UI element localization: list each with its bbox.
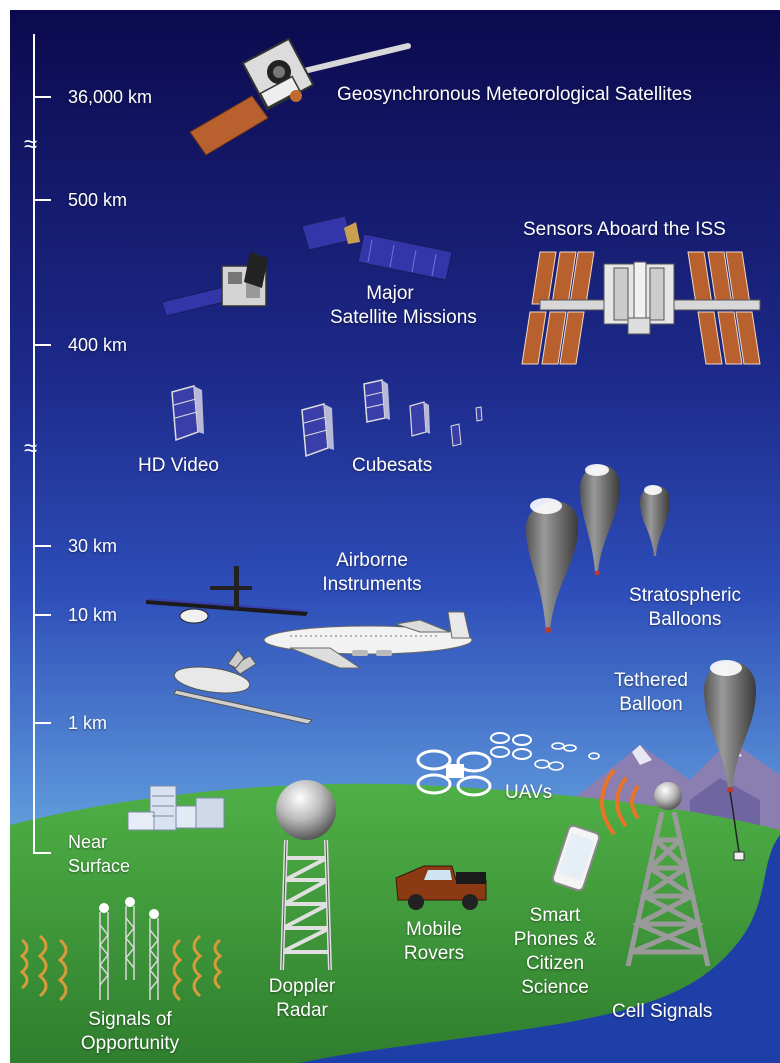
label-line: Rovers <box>403 943 465 964</box>
earth-observing-satellite-icon <box>301 215 453 281</box>
axis-tick-label: 30 km <box>68 536 118 556</box>
axis-break-marker: ≈ <box>24 435 38 462</box>
label-line: Instruments <box>322 574 422 595</box>
quadcopter-icon <box>534 742 600 771</box>
label-line: Major <box>366 283 414 304</box>
axis-tick <box>33 722 51 724</box>
label-line: Stratospheric <box>629 585 741 606</box>
geostationary-satellite-icon <box>189 37 411 156</box>
cubesat-icon <box>475 406 483 422</box>
solar-aircraft-icon <box>146 566 308 624</box>
label-line: Citizen <box>525 953 585 974</box>
smartphone-icon <box>551 824 601 892</box>
label-uavs: UAVs <box>505 782 553 803</box>
stratospheric-balloon-icon <box>526 498 579 633</box>
cell-tower-icon <box>600 768 711 967</box>
label-line: Doppler <box>268 976 336 997</box>
pickup-truck-icon <box>395 865 487 910</box>
label-line: Signals of <box>88 1009 172 1030</box>
label-line: Radar <box>276 1000 328 1021</box>
label-line: Balloon <box>619 694 683 715</box>
axis-tick <box>33 96 51 98</box>
label-geo-satellites: Geosynchronous Meteorological Satellites <box>337 84 692 105</box>
altitude-axis-line <box>33 34 35 854</box>
cubesat-icon <box>301 403 334 458</box>
label-cell-signals: Cell Signals <box>612 1001 713 1022</box>
label-stratospheric-balloons: Stratospheric Balloons <box>615 584 755 632</box>
label-hd-video: HD Video <box>138 455 219 476</box>
label-smartphones-citizen-science: Smart Phones & Citizen Science <box>505 904 605 1000</box>
label-line: Airborne <box>336 550 408 571</box>
axis-tick <box>33 852 51 854</box>
label-line: Balloons <box>648 609 722 630</box>
label-line: Tethered <box>614 670 688 691</box>
earth-observing-satellite-icon <box>161 252 268 317</box>
jet-aircraft-icon <box>263 611 473 669</box>
drone-aircraft-icon <box>173 649 313 725</box>
axis-tick <box>33 545 51 547</box>
label-line: Phones & <box>513 929 597 950</box>
label-signals-of-opportunity: Signals of Opportunity <box>68 1008 192 1056</box>
axis-tick-label: 36,000 km <box>68 87 153 107</box>
label-airborne-instruments: Airborne Instruments <box>310 549 434 597</box>
label-line: Mobile <box>406 919 462 940</box>
axis-tick-label: 10 km <box>68 605 118 625</box>
label-doppler-radar: Doppler Radar <box>262 975 342 1023</box>
axis-tick <box>33 614 51 616</box>
axis-near-surface-label: Near Surface <box>68 830 130 878</box>
label-line: Satellite Missions <box>330 307 477 328</box>
axis-tick-label: 1 km <box>68 713 108 733</box>
quadcopter-icon <box>490 732 532 760</box>
axis-tick <box>33 199 51 201</box>
label-line: Opportunity <box>80 1033 180 1054</box>
label-mobile-rovers: Mobile Rovers <box>392 918 476 966</box>
near-surface-line: Surface <box>68 856 131 876</box>
axis-tick <box>33 344 51 346</box>
stratospheric-balloon-icon <box>580 464 620 576</box>
stratospheric-balloon-icon <box>640 485 670 556</box>
signal-tower-icon <box>19 897 223 1002</box>
cubesat-icon <box>450 423 462 447</box>
quadcopter-icon <box>416 749 492 797</box>
radar-dome-icon <box>276 780 336 971</box>
buildings-icon <box>127 785 225 831</box>
axis-break-marker: ≈ <box>24 131 38 158</box>
cubesat-icon <box>363 379 390 423</box>
axis-tick-label: 500 km <box>68 190 128 210</box>
river-icon <box>300 835 780 1063</box>
cubesat-icon <box>171 385 204 442</box>
near-surface-line: Near <box>68 832 108 852</box>
tethered-balloon-icon <box>704 660 756 861</box>
cubesat-icon <box>409 401 430 437</box>
label-line: Science <box>521 977 589 998</box>
iss-icon <box>521 251 761 365</box>
label-iss-sensors: Sensors Aboard the ISS <box>523 219 726 240</box>
label-tethered-balloon: Tethered Balloon <box>606 669 696 717</box>
label-line: Smart <box>529 905 581 926</box>
axis-tick-label: 400 km <box>68 335 128 355</box>
label-cubesats: Cubesats <box>352 455 433 476</box>
label-major-satellite-missions: Major Satellite Missions <box>330 282 477 330</box>
